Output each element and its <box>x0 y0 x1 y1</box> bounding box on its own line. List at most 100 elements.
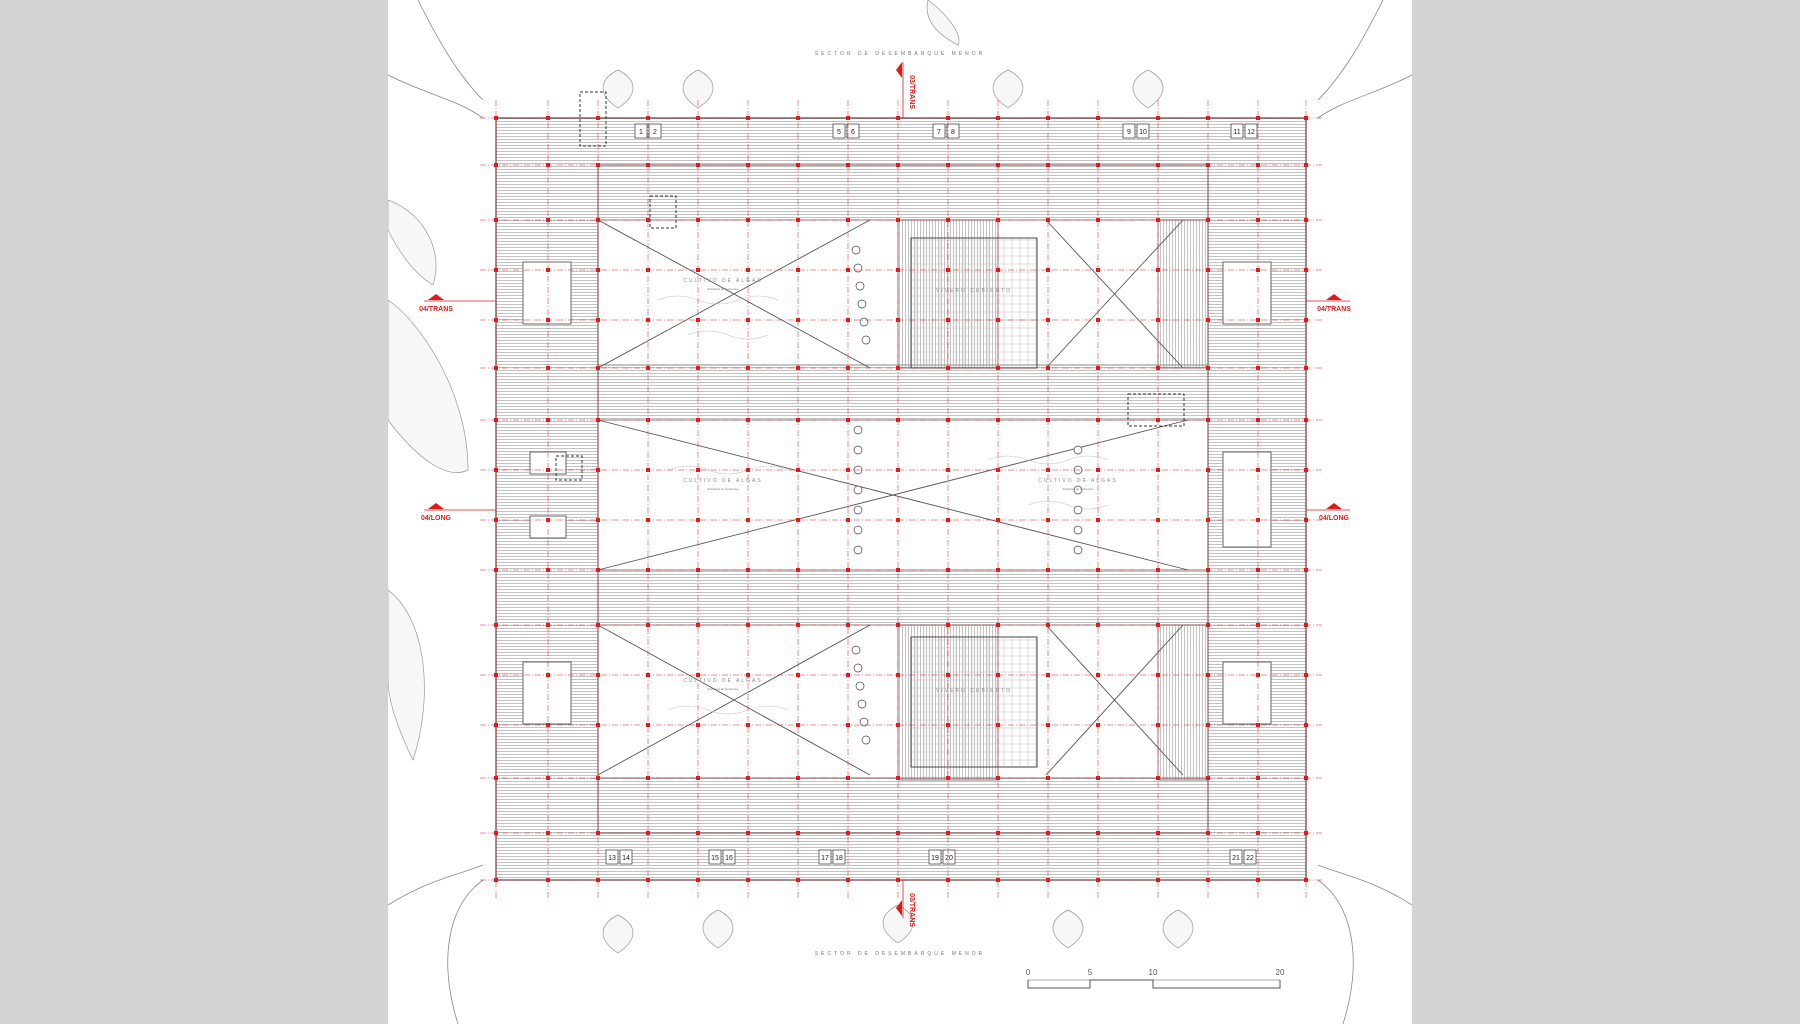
column-marker <box>1156 116 1160 120</box>
column-marker <box>746 623 750 627</box>
column-marker <box>996 723 1000 727</box>
stall-number: 18 <box>835 855 843 862</box>
column-marker <box>494 831 498 835</box>
column-marker <box>1156 518 1160 522</box>
column-marker <box>494 673 498 677</box>
svg-text:03/TRANS: 03/TRANS <box>908 893 915 927</box>
column-marker <box>996 568 1000 572</box>
column-marker <box>1206 776 1210 780</box>
column-marker <box>1206 723 1210 727</box>
column-marker <box>946 723 950 727</box>
stall-number: 17 <box>821 855 829 862</box>
column-marker <box>1096 673 1100 677</box>
column-marker <box>1156 366 1160 370</box>
column-marker <box>596 831 600 835</box>
column-marker <box>646 518 650 522</box>
column-marker <box>1156 418 1160 422</box>
column-marker <box>646 831 650 835</box>
column-marker <box>1096 318 1100 322</box>
column-marker <box>494 366 498 370</box>
svg-text:10: 10 <box>1149 968 1158 977</box>
column-marker <box>796 468 800 472</box>
column-marker <box>1206 366 1210 370</box>
stall-number: 10 <box>1139 129 1147 136</box>
column-marker <box>946 116 950 120</box>
column-marker <box>596 623 600 627</box>
column-marker <box>846 418 850 422</box>
sector-label-bottom: SECTOR DE DESEMBARQUE MENOR <box>815 951 985 957</box>
column-marker <box>646 418 650 422</box>
column-marker <box>1256 366 1260 370</box>
svg-text:CULTIVO DE ALGAS: CULTIVO DE ALGAS <box>683 278 762 284</box>
column-marker <box>546 366 550 370</box>
sector-label-top: SECTOR DE DESEMBARQUE MENOR <box>815 51 985 57</box>
column-marker <box>596 163 600 167</box>
column-marker <box>796 776 800 780</box>
column-marker <box>596 268 600 272</box>
column-marker <box>1304 418 1308 422</box>
column-marker <box>796 723 800 727</box>
column-marker <box>494 163 498 167</box>
column-marker <box>1156 623 1160 627</box>
column-marker <box>546 318 550 322</box>
column-marker <box>946 831 950 835</box>
section-marker-trans-right: 04/TRANS <box>1306 294 1351 313</box>
column-marker <box>846 518 850 522</box>
svg-text:0: 0 <box>1026 968 1031 977</box>
column-marker <box>696 366 700 370</box>
column-marker <box>696 723 700 727</box>
column-marker <box>494 518 498 522</box>
column-marker <box>1046 518 1050 522</box>
section-marker-trans-left: 04/TRANS <box>419 294 496 313</box>
svg-text:CULTIVO DE ALGAS: CULTIVO DE ALGAS <box>1038 478 1117 484</box>
column-marker <box>696 218 700 222</box>
column-marker <box>846 218 850 222</box>
column-marker <box>896 518 900 522</box>
column-marker <box>746 268 750 272</box>
column-marker <box>896 878 900 882</box>
column-marker <box>896 418 900 422</box>
column-marker <box>1046 568 1050 572</box>
column-marker <box>796 831 800 835</box>
column-marker <box>696 163 700 167</box>
column-marker <box>796 268 800 272</box>
column-marker <box>846 673 850 677</box>
stall-row-bottom <box>605 849 1257 865</box>
column-marker <box>494 723 498 727</box>
column-marker <box>646 163 650 167</box>
vivero-cubierto-bottom: VIVERO CUBIERTO <box>910 636 1038 768</box>
column-marker <box>946 878 950 882</box>
cultivo-label-middle-right: CULTIVO DE ALGAS Sub/Area de Nutrientes <box>1038 478 1117 491</box>
section-marker-trans-top: 03/TRANS <box>896 62 915 118</box>
column-marker <box>846 878 850 882</box>
column-marker <box>1046 268 1050 272</box>
column-marker <box>1096 723 1100 727</box>
column-marker <box>546 568 550 572</box>
column-marker <box>1304 723 1308 727</box>
cultivo-label-upper-left: CULTIVO DE ALGAS Sub/Area de Nutrientes <box>683 278 762 291</box>
column-marker <box>596 116 600 120</box>
column-marker <box>646 366 650 370</box>
column-marker <box>1156 468 1160 472</box>
stall-number: 5 <box>837 129 841 136</box>
column-marker <box>796 418 800 422</box>
column-marker <box>546 878 550 882</box>
column-marker <box>946 218 950 222</box>
column-marker <box>596 518 600 522</box>
column-marker <box>1096 163 1100 167</box>
column-marker <box>896 776 900 780</box>
side-rooms <box>522 261 1272 725</box>
column-marker <box>796 673 800 677</box>
column-marker <box>494 218 498 222</box>
column-marker <box>746 163 750 167</box>
column-marker <box>996 366 1000 370</box>
column-marker <box>546 268 550 272</box>
column-marker <box>1096 268 1100 272</box>
column-marker <box>646 468 650 472</box>
column-marker <box>1304 831 1308 835</box>
stall-row-top <box>634 123 1258 139</box>
column-marker <box>846 268 850 272</box>
drawing-sheet: SECTOR DE DESEMBARQUE MENOR SECTOR DE DE… <box>388 0 1412 1024</box>
column-marker <box>846 366 850 370</box>
column-marker <box>1046 468 1050 472</box>
